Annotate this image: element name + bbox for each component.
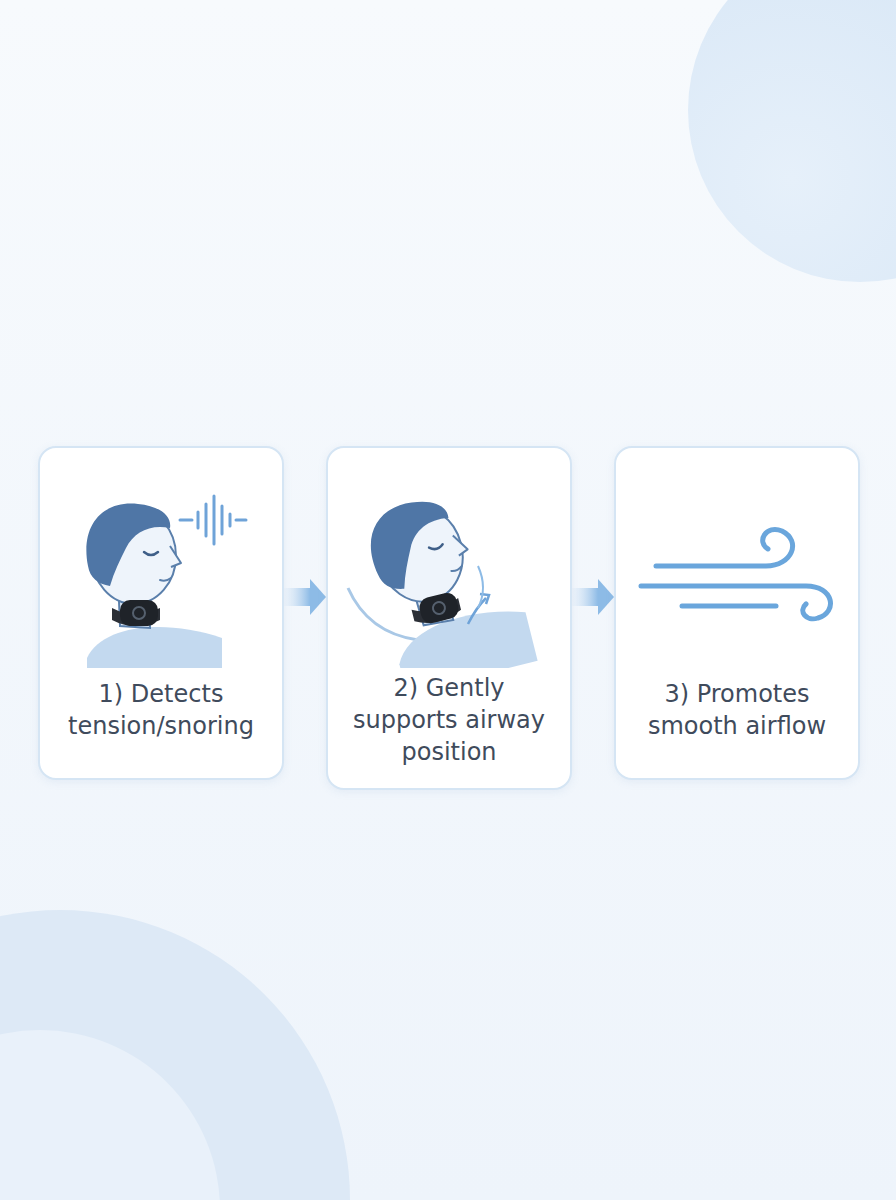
step-card: 1) Detects tension/snoring <box>38 446 284 780</box>
step-label: 2) Gently supports airway position <box>328 672 570 768</box>
step-card: 2) Gently supports airway position <box>326 446 572 790</box>
flow-arrow <box>572 579 614 615</box>
step-illustration <box>328 448 574 668</box>
step-illustration <box>616 448 862 668</box>
step-card: 3) Promotes smooth airflow <box>614 446 860 780</box>
step-label: 1) Detects tension/snoring <box>40 678 282 742</box>
step-label: 3) Promotes smooth airflow <box>616 678 858 742</box>
flow-arrow <box>284 579 326 615</box>
step-illustration <box>40 448 286 668</box>
